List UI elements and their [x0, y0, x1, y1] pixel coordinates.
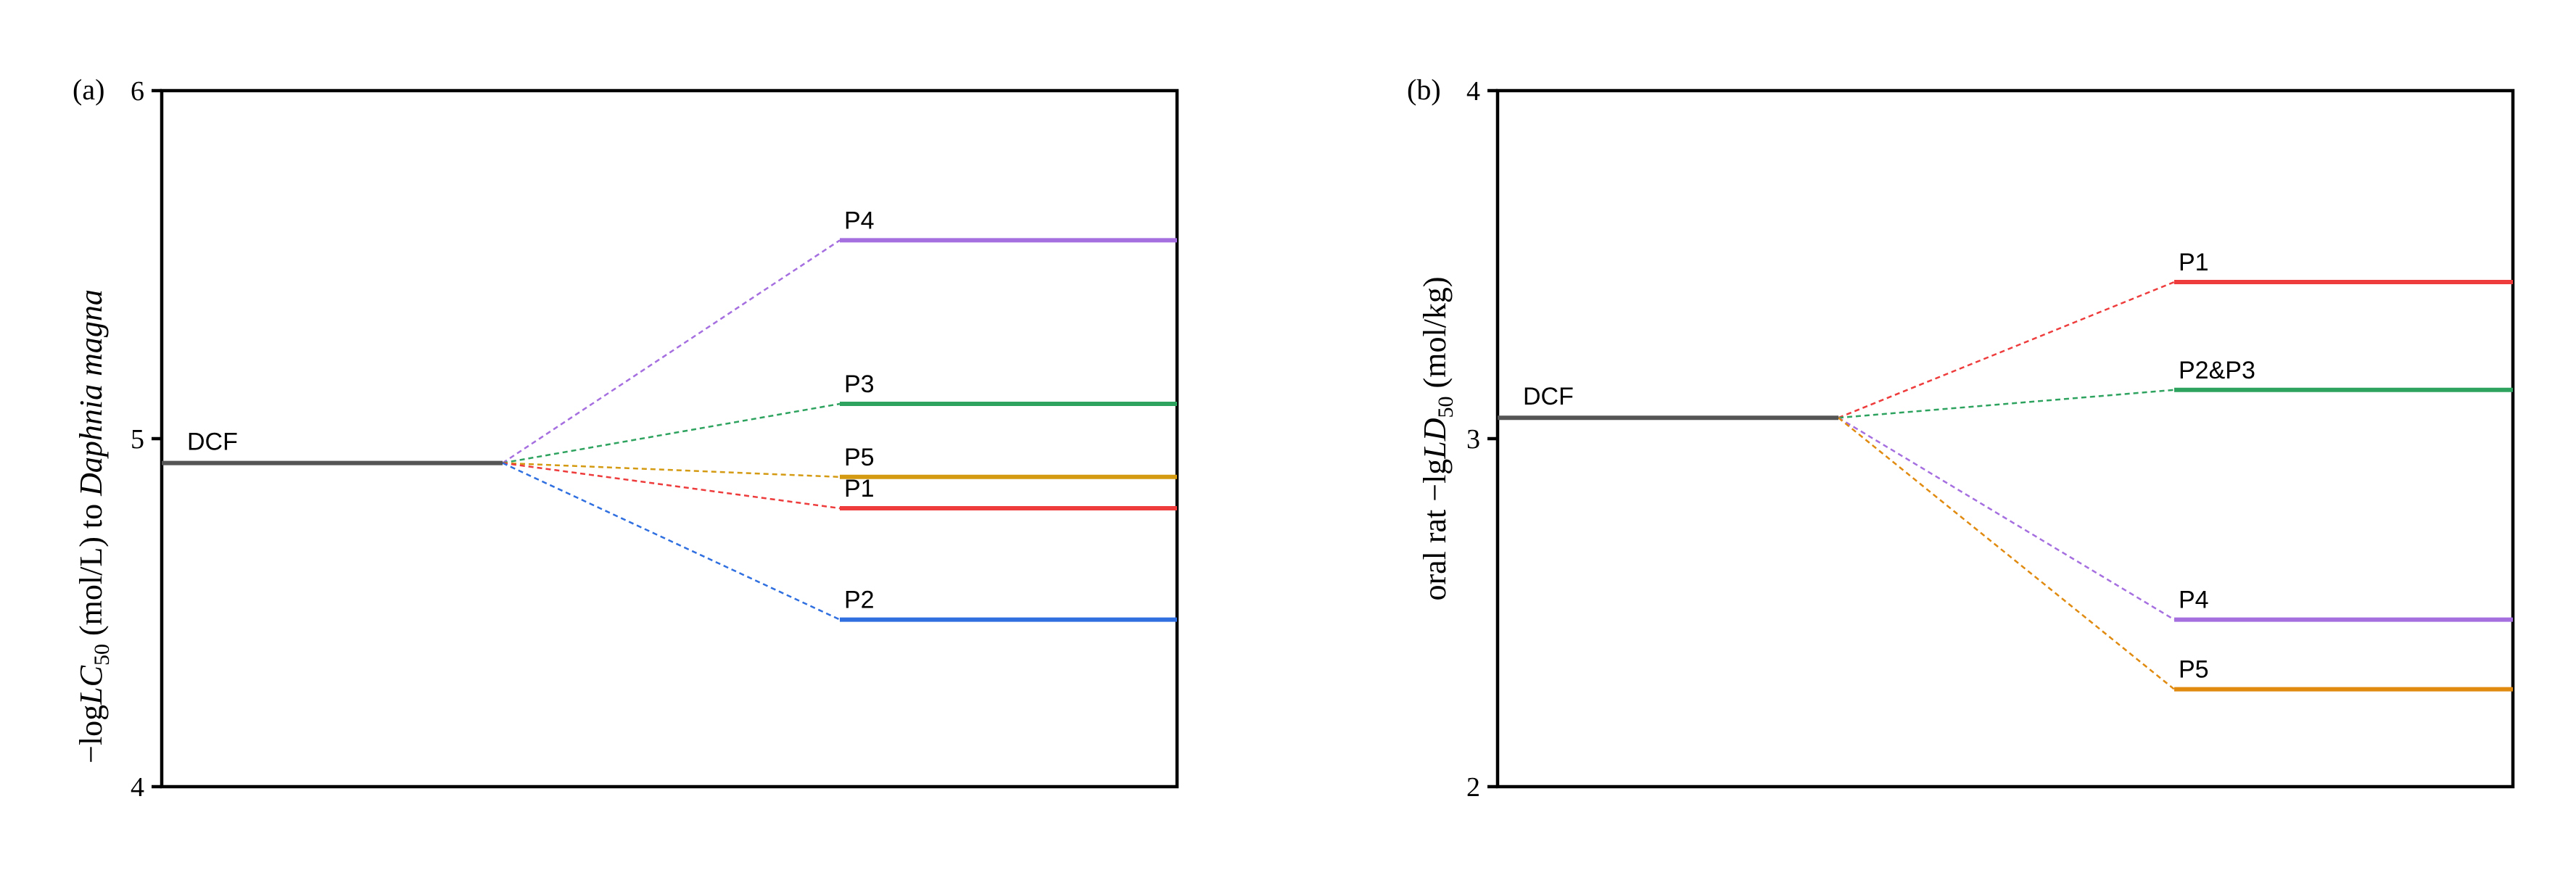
panel-b-plot-frame [1495, 88, 2515, 789]
panel-b: (b) oral rat −lgLD50 (mol/kg) 2 3 4 DCF P1P… [1407, 73, 2515, 803]
panel-a-connector-p1 [502, 462, 841, 510]
panel-b-ylabel-prefix: oral rat −lg [1417, 459, 1453, 601]
panel-a-y-tick-label: 5 [131, 424, 144, 455]
panel-b-y-tick-label: 4 [1466, 76, 1480, 107]
panel-a-label-p3: P3 [844, 370, 875, 398]
panel-a-connector-p3 [502, 402, 841, 464]
svg-text:oral rat −lgLD50 (mol/kg): oral rat −lgLD50 (mol/kg) [1417, 276, 1458, 600]
panel-a-plot-frame [160, 88, 1179, 789]
panel-b-y-axis-title: oral rat −lgLD50 (mol/kg) [1417, 276, 1458, 600]
svg-text:−logLC50 (mol/L) to Daphnia ma: −logLC50 (mol/L) to Daphnia magna [73, 289, 114, 763]
panel-b-connector-p4 [1838, 417, 2175, 621]
panel-b-label-p1: P1 [2179, 249, 2209, 276]
panel-a-connector-p5 [502, 462, 841, 479]
panel-a-ylabel-quantity: LC [73, 665, 109, 705]
panel-a-y-axis-title: −logLC50 (mol/L) to Daphnia magna [73, 289, 114, 763]
panel-b-ylabel-subscript: 50 [1434, 396, 1458, 418]
panel-a-y-tick-label: 6 [131, 76, 144, 107]
panel-a-label-p5: P5 [844, 444, 875, 471]
panel-b-label-p4: P4 [2179, 587, 2209, 614]
panel-b-connector-p5 [1838, 417, 2175, 690]
panel-a-label-p2: P2 [844, 587, 875, 614]
panel-b-ylabel-quantity: LD [1417, 418, 1453, 459]
panel-b-ylabel-unit: (mol/kg) [1417, 276, 1453, 396]
panel-b-label-dcf: DCF [1523, 383, 1574, 410]
panel-b-label-p2-p3: P2&P3 [2179, 357, 2255, 384]
panel-a-label-dcf: DCF [187, 428, 238, 456]
panel-a-label: (a) [73, 73, 104, 106]
panel-a-y-tick-label: 4 [131, 772, 144, 803]
panel-a-ylabel-subscript: 50 [90, 644, 114, 666]
panel-a-connector-p2 [502, 462, 841, 621]
panel-a-ylabel-unit: (mol/L) to [73, 496, 109, 644]
panel-a-connector-p4 [502, 239, 841, 464]
panel-b-connector-p2-p3 [1838, 389, 2175, 419]
panel-a: (a) −logLC50 (mol/L) to Daphnia magna 4 5… [73, 73, 1179, 803]
panel-b-connector-p1 [1838, 281, 2175, 419]
panel-b-y-tick-label: 2 [1466, 772, 1480, 803]
panel-a-label-p1: P1 [844, 475, 875, 502]
panel-a-ylabel-species: Daphnia magna [73, 289, 109, 497]
panel-a-label-p4: P4 [844, 207, 875, 234]
panel-b-label: (b) [1407, 73, 1441, 106]
panel-a-ylabel-prefix: −log [73, 705, 109, 763]
panel-b-label-p5: P5 [2179, 656, 2209, 684]
panel-b-y-tick-label: 3 [1466, 424, 1480, 455]
